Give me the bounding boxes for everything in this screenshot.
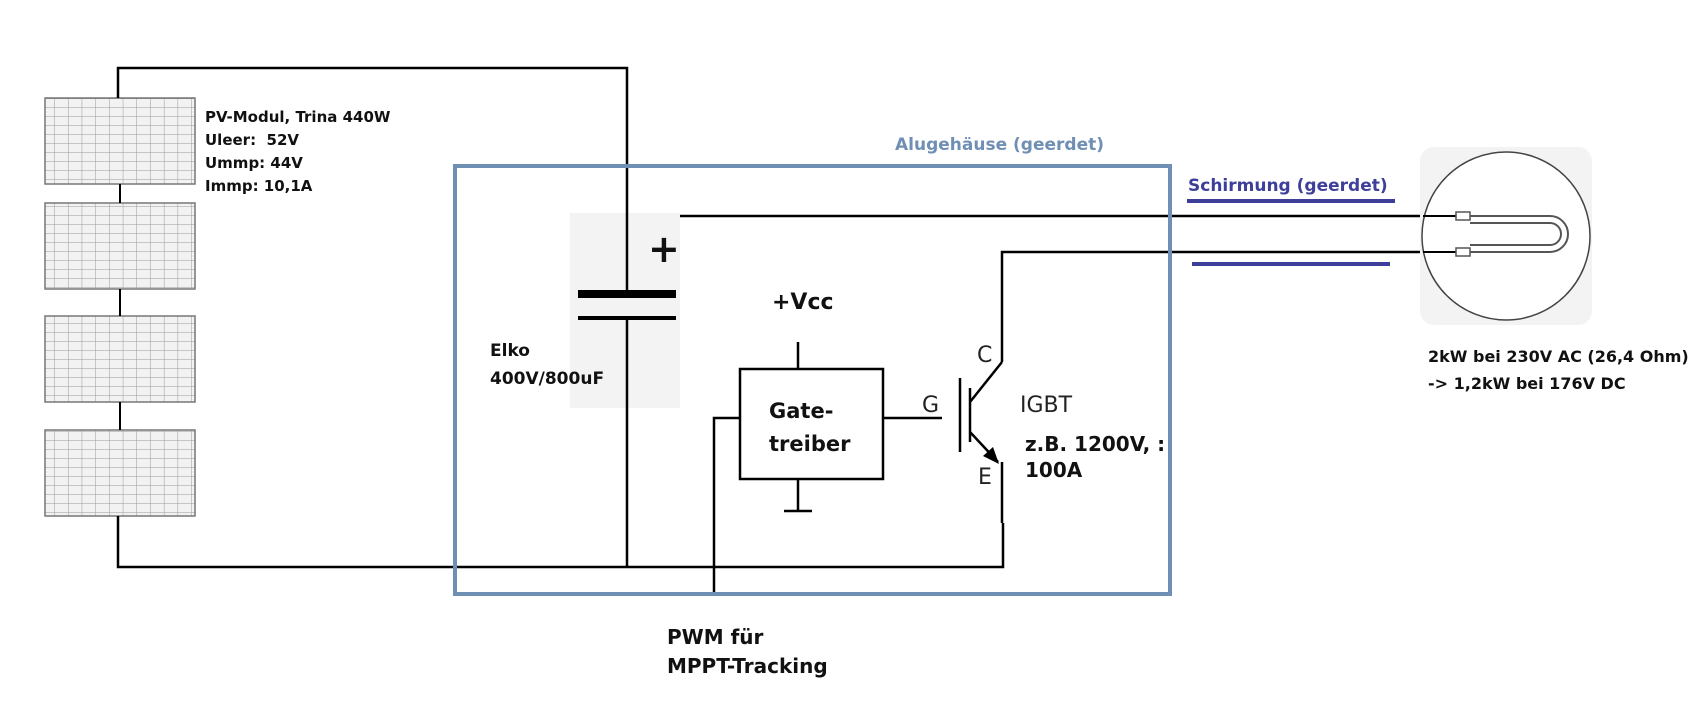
igbt-pin-e: E bbox=[978, 465, 992, 490]
heater-spec-line1: 2kW bei 230V AC (26,4 Ohm) bbox=[1428, 347, 1689, 366]
igbt-rating-line1: z.B. 1200V, : bbox=[1025, 432, 1165, 456]
capacitor-rating: 400V/800uF bbox=[490, 369, 604, 389]
aluminium-housing bbox=[453, 164, 1172, 596]
capacitor-name: Elko bbox=[490, 341, 530, 361]
igbt-pin-g: G bbox=[922, 393, 939, 418]
pv-panel-icon bbox=[44, 315, 196, 403]
electrolytic-capacitor bbox=[570, 213, 680, 408]
pv-umpp: Ummp: 44V bbox=[205, 154, 303, 172]
gate-driver-label-line2: treiber bbox=[769, 432, 851, 456]
pwm-label-line2: MPPT-Tracking bbox=[667, 654, 828, 678]
igbt-rating-line2: 100A bbox=[1025, 458, 1083, 482]
heating-element-icon bbox=[1420, 147, 1592, 325]
pv-panel-icon bbox=[44, 97, 196, 185]
pv-impp: Immp: 10,1A bbox=[205, 177, 313, 195]
emitter-arrow-icon bbox=[983, 447, 999, 464]
shield-label: Schirmung (geerdet) bbox=[1188, 176, 1388, 196]
pv-panel-icon bbox=[44, 202, 196, 290]
igbt-pin-c: C bbox=[977, 343, 992, 368]
heater-spec-line2: -> 1,2kW bei 176V DC bbox=[1428, 374, 1626, 393]
pv-panel-icon bbox=[44, 429, 196, 517]
gate-driver-box bbox=[738, 367, 885, 481]
pwm-label-line1: PWM für bbox=[667, 625, 764, 649]
pv-module-string bbox=[44, 97, 196, 517]
pv-title: PV-Modul, Trina 440W bbox=[205, 108, 391, 126]
capacitor-plus-sign: + bbox=[648, 227, 680, 271]
pv-uleer: Uleer: 52V bbox=[205, 131, 299, 149]
wiring bbox=[116, 66, 1423, 592]
vcc-label: +Vcc bbox=[772, 290, 834, 315]
igbt-symbol bbox=[958, 361, 1004, 468]
gate-driver-label-line1: Gate- bbox=[769, 399, 833, 423]
housing-label: Alugehäuse (geerdet) bbox=[895, 135, 1104, 155]
igbt-name: IGBT bbox=[1020, 393, 1073, 418]
